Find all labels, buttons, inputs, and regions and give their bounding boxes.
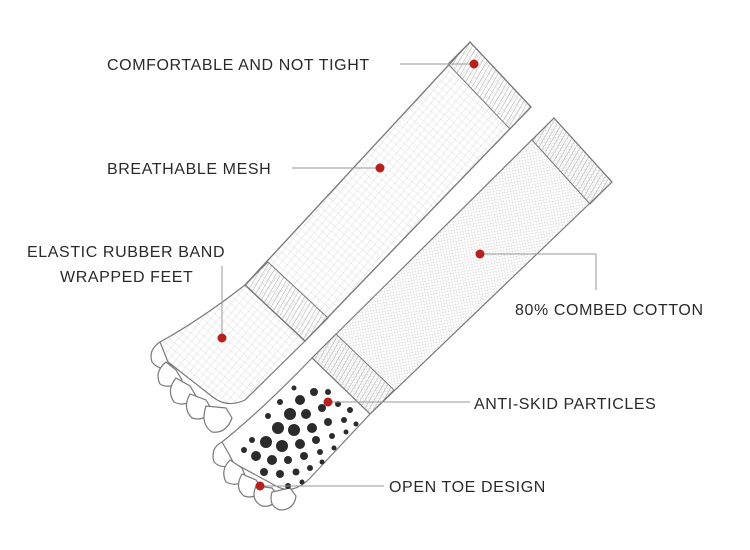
label-anti-skid: ANTI-SKID PARTICLES — [474, 396, 656, 413]
label-elastic-band-line2: WRAPPED FEET — [60, 269, 193, 286]
label-open-toe: OPEN TOE DESIGN — [389, 479, 546, 496]
marker-dot — [324, 398, 333, 407]
label-combed-cotton: 80% COMBED COTTON — [515, 302, 704, 319]
label-comfortable: COMFORTABLE AND NOT TIGHT — [107, 57, 370, 74]
marker-dot — [218, 334, 227, 343]
marker-dot — [476, 250, 485, 259]
marker-dot — [256, 482, 265, 491]
label-elastic-band-line1: ELASTIC RUBBER BAND — [27, 244, 225, 261]
marker-dot — [470, 60, 479, 69]
marker-dot — [376, 164, 385, 173]
label-breathable-mesh: BREATHABLE MESH — [107, 161, 271, 178]
